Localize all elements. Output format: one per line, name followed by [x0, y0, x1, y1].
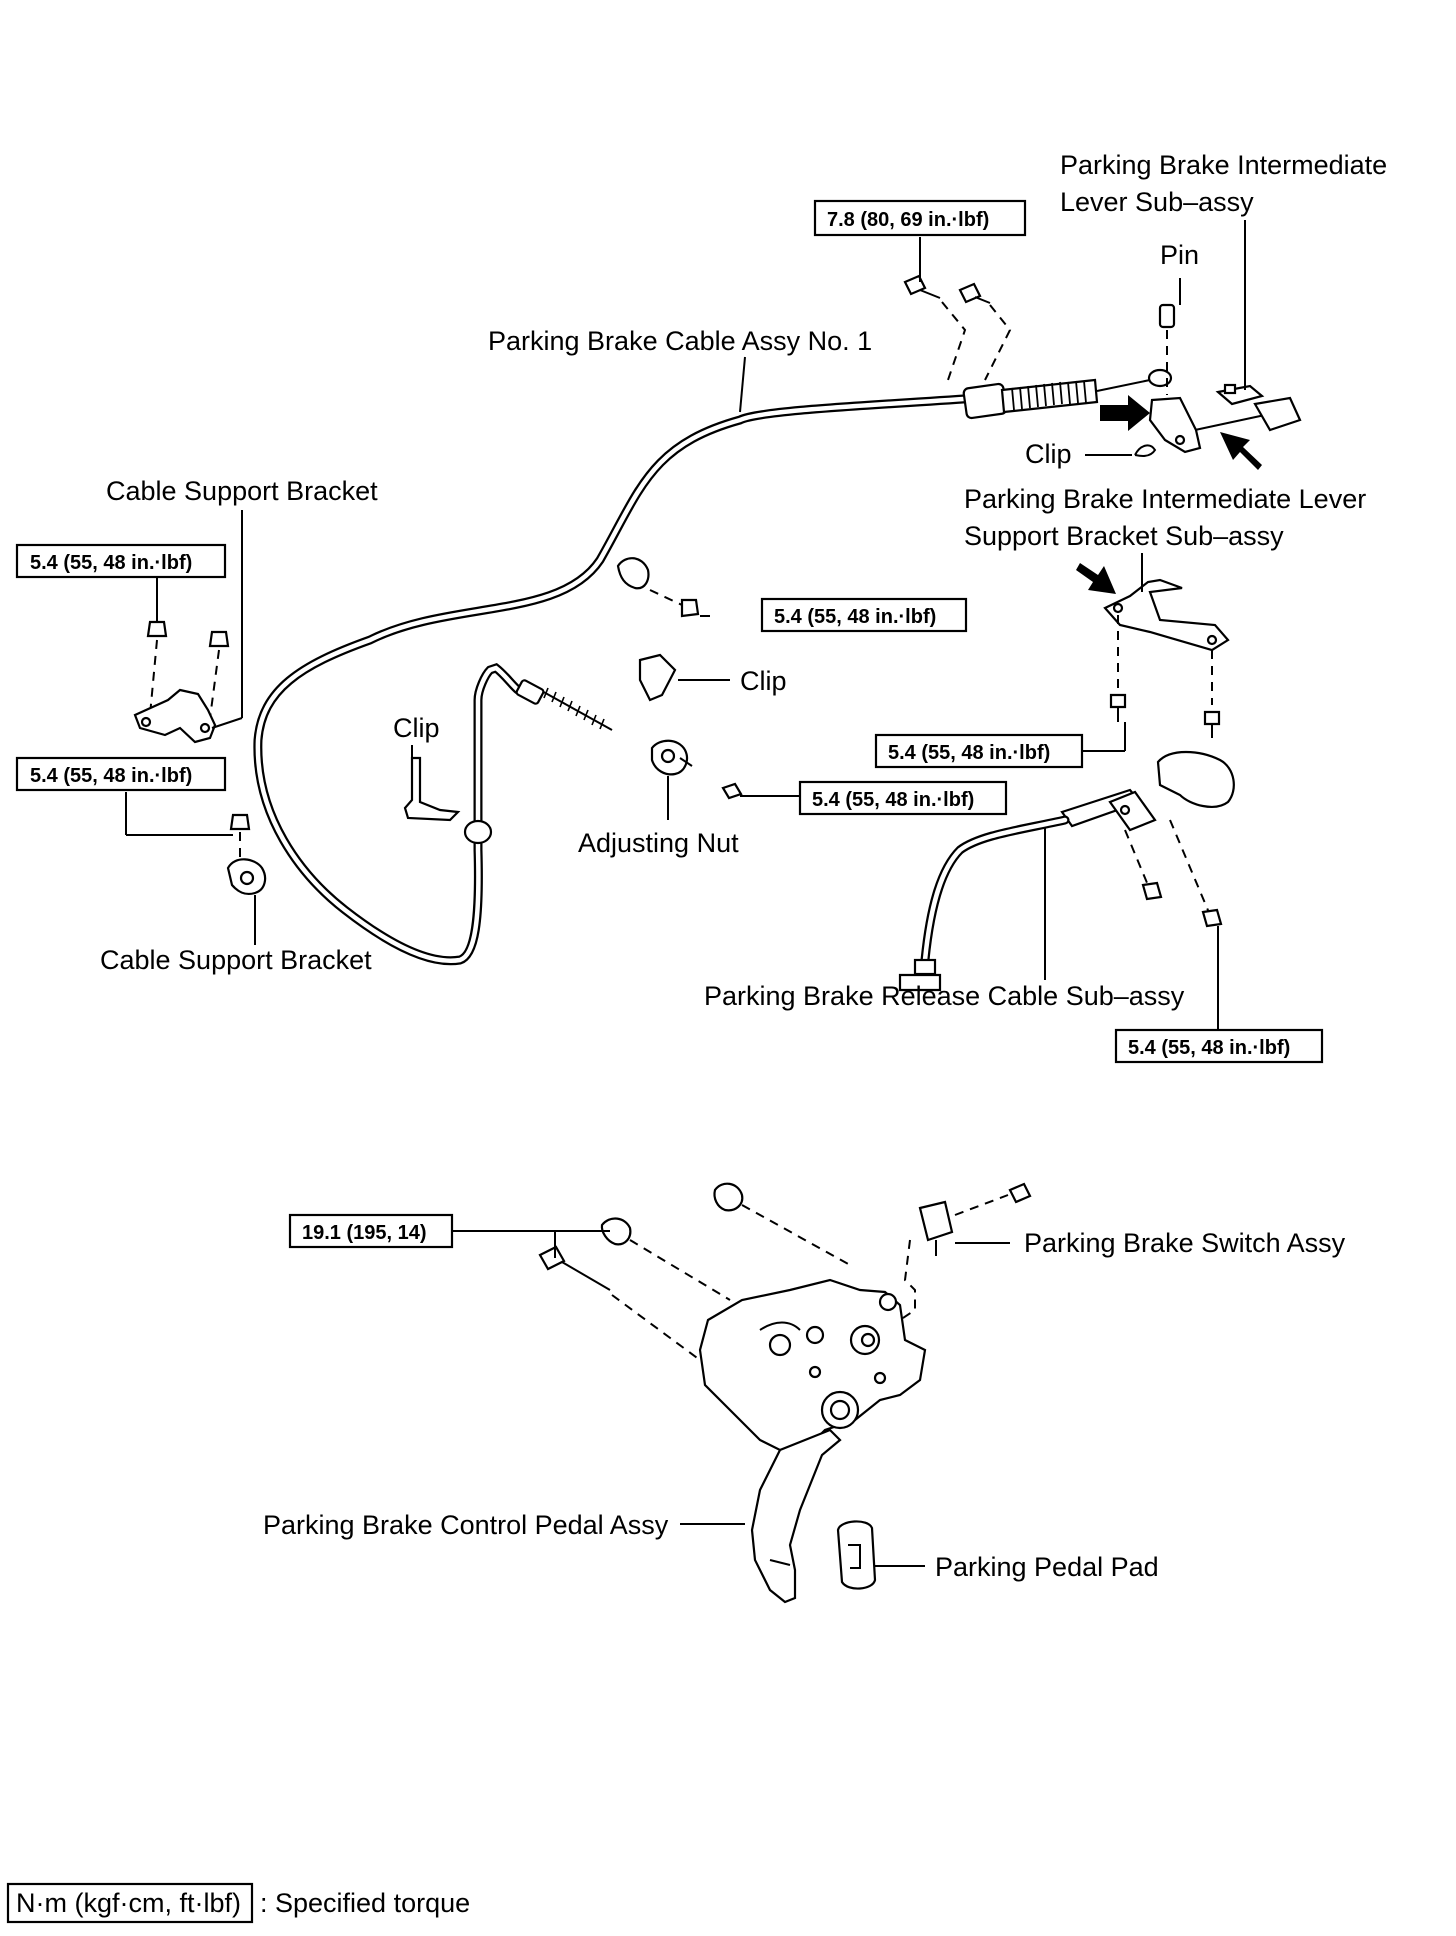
torque-box-left-bottom-bracket: 5.4 (55, 48 in.·lbf)	[15, 756, 227, 792]
cable-mount-bolts	[903, 274, 1012, 381]
label-clip-middle: Clip	[740, 666, 787, 696]
torque-box-support-bracket: 5.4 (55, 48 in.·lbf)	[874, 733, 1084, 769]
torque-left-bottom-bracket: 5.4 (55, 48 in.·lbf)	[30, 765, 192, 787]
label-intermediate-lever-line2: Lever Sub–assy	[1060, 187, 1254, 217]
torque-box-center-upper-nut: 5.4 (55, 48 in.·lbf)	[760, 597, 968, 633]
label-support-bracket-line1: Parking Brake Intermediate Lever	[964, 484, 1366, 514]
torque-box-top-bolt: 7.8 (80, 69 in.·lbf)	[813, 199, 1027, 237]
label-cable-no1: Parking Brake Cable Assy No. 1	[488, 326, 872, 356]
label-intermediate-lever-line1: Parking Brake Intermediate	[1060, 150, 1387, 180]
torque-box-left-top-bracket: 5.4 (55, 48 in.·lbf)	[15, 543, 227, 579]
label-switch-assy: Parking Brake Switch Assy	[1024, 1228, 1346, 1258]
torque-release-cable-bolt: 5.4 (55, 48 in.·lbf)	[1128, 1037, 1290, 1059]
legend-description: : Specified torque	[260, 1888, 470, 1918]
torque-top-bolt: 7.8 (80, 69 in.·lbf)	[827, 209, 989, 231]
label-release-cable: Parking Brake Release Cable Sub–assy	[704, 981, 1185, 1011]
leader-lines	[125, 220, 1246, 1567]
label-clip-top: Clip	[1025, 439, 1072, 469]
label-cable-support-bracket-top: Cable Support Bracket	[106, 476, 378, 506]
control-pedal-assembly	[538, 1182, 1032, 1604]
torque-box-release-cable: 5.4 (55, 48 in.·lbf)	[1114, 1028, 1324, 1064]
label-cable-support-bracket-bottom: Cable Support Bracket	[100, 945, 372, 975]
torque-center-lower-nut: 5.4 (55, 48 in.·lbf)	[812, 789, 974, 811]
intermediate-lever-assembly	[1100, 303, 1302, 470]
label-control-pedal: Parking Brake Control Pedal Assy	[263, 1510, 669, 1540]
cable-support-bracket-upper	[133, 620, 230, 744]
torque-pedal-bolts: 19.1 (195, 14)	[302, 1222, 427, 1244]
torque-support-bracket-bolt: 5.4 (55, 48 in.·lbf)	[888, 742, 1050, 764]
label-clip-left: Clip	[393, 713, 440, 743]
torque-box-center-lower-nut: 5.4 (55, 48 in.·lbf)	[798, 780, 1008, 816]
label-pedal-pad: Parking Pedal Pad	[935, 1552, 1159, 1582]
parking-brake-cable-no1	[253, 368, 1173, 966]
legend: N·m (kgf·cm, ft·lbf) : Specified torque	[6, 1882, 470, 1924]
label-support-bracket-line2: Support Bracket Sub–assy	[964, 521, 1284, 551]
label-adjusting-nut: Adjusting Nut	[578, 828, 739, 858]
label-pin: Pin	[1160, 240, 1199, 270]
cable-support-bracket-lower	[226, 813, 267, 896]
release-cable-assembly	[898, 751, 1235, 992]
torque-center-upper-nut: 5.4 (55, 48 in.·lbf)	[774, 606, 936, 628]
legend-unit-box: N·m (kgf·cm, ft·lbf)	[16, 1888, 241, 1918]
torque-box-pedal-bolts: 19.1 (195, 14)	[288, 1213, 454, 1249]
torque-left-top-bracket: 5.4 (55, 48 in.·lbf)	[30, 552, 192, 574]
intermediate-lever-support-bracket	[1076, 563, 1230, 738]
center-clips-and-nuts	[403, 557, 743, 822]
